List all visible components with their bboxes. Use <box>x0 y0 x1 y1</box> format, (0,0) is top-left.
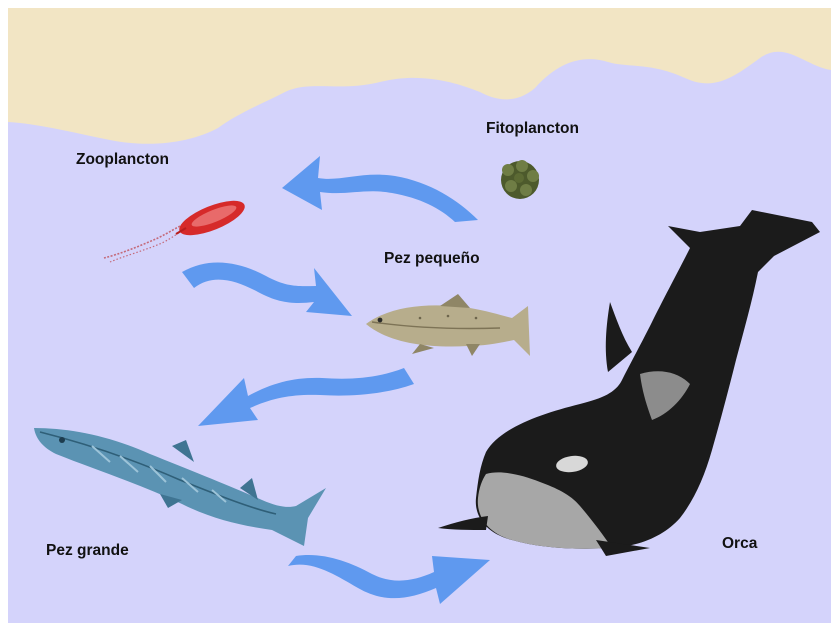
label-zooplancton: Zooplancton <box>76 152 169 168</box>
label-pez-grande: Pez grande <box>46 543 129 559</box>
label-fitoplancton: Fitoplancton <box>486 121 579 137</box>
label-orca: Orca <box>722 536 757 552</box>
label-pez-pequeno: Pez pequeño <box>384 251 480 267</box>
